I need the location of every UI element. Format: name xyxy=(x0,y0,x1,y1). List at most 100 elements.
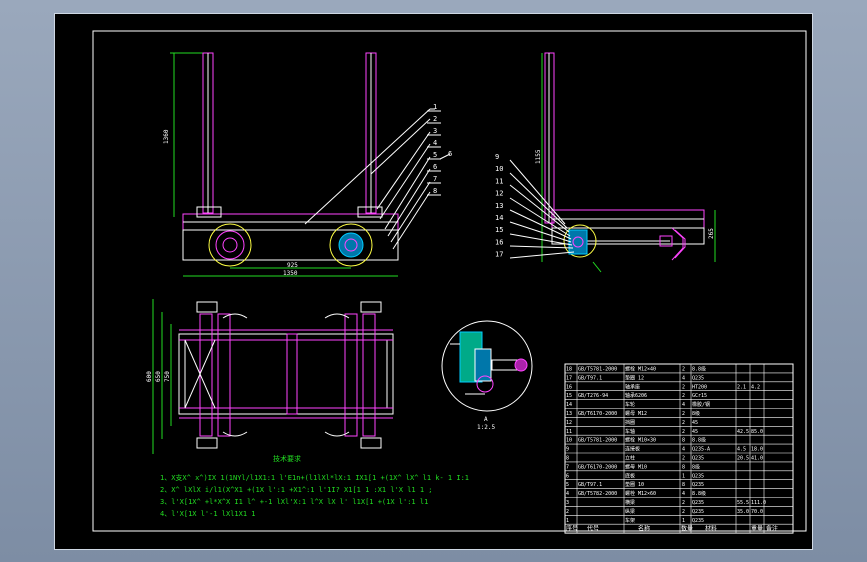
bom-cell: 45 xyxy=(692,420,698,426)
bom-cell: 螺母 M10 xyxy=(625,463,647,470)
bom-cell: 16 xyxy=(566,384,572,390)
bom-cell: 20.5 xyxy=(737,456,749,462)
bom-cell: 55.5 xyxy=(737,500,749,506)
bom-cell: 8 xyxy=(566,456,569,462)
bom-cell: 2 xyxy=(682,384,685,390)
bom-cell: Q235 xyxy=(692,518,704,524)
bom-cell: 4.2 xyxy=(751,384,760,390)
detail-label: A xyxy=(484,416,488,423)
bom-cell: HT200 xyxy=(692,384,707,390)
callout-side-17: 17 xyxy=(495,251,503,259)
bom-cell: 8.8级 xyxy=(692,366,706,373)
dim-side-right: 265 xyxy=(708,228,715,239)
bom-cell: 4 xyxy=(682,447,685,453)
bom-cell: 挡圈 xyxy=(625,419,635,426)
bom-cell: 4 xyxy=(682,375,685,381)
bom-cell: GB/T97.1 xyxy=(578,482,602,488)
bom-cell: GB/T5781-2000 xyxy=(578,438,617,444)
detail-scale: 1:2.5 xyxy=(477,424,495,431)
dim-front-bottom-b: 1350 xyxy=(283,270,298,277)
bom-header-cell: 序号 xyxy=(566,525,578,533)
bom-cell: 纵梁 xyxy=(625,508,635,515)
bom-cell: 8 xyxy=(682,464,685,470)
bom-cell: 橡胶/钢 xyxy=(692,401,710,408)
bom-cell: 螺栓 M12×40 xyxy=(625,366,656,373)
bom-header-cell: 备注 xyxy=(766,525,778,533)
bom-cell: 车轴 xyxy=(625,428,635,435)
bom-cell: 4 xyxy=(566,491,569,497)
bom-cell: 111.0 xyxy=(751,500,766,506)
bom-cell: GCr15 xyxy=(692,393,707,399)
front-view: 1360 925 1350 xyxy=(163,52,451,277)
dim-front-height: 1360 xyxy=(163,129,170,144)
bom-cell: 垫圈 12 xyxy=(625,374,644,381)
bom-cell: 7 xyxy=(566,464,569,470)
callout-front-3: 3 xyxy=(433,127,437,135)
bom-header-cell: 代号 xyxy=(587,525,599,533)
bom-cell: 螺栓 M10×30 xyxy=(625,437,656,444)
bom-cell: Q235-A xyxy=(692,447,710,453)
callout-front-4: 4 xyxy=(433,139,437,147)
bom-cell: 立柱 xyxy=(625,455,635,462)
bom-cell: GB/T6170-2000 xyxy=(578,411,617,417)
bom-cell: 4 xyxy=(682,491,685,497)
bom-cell: 85.0 xyxy=(751,429,763,435)
bom-cell: Q235 xyxy=(692,473,704,479)
bom-cell: GB/T5781-2000 xyxy=(578,367,617,373)
bom-cell: GB/T6170-2000 xyxy=(578,464,617,470)
bom-cell: 垫圈 10 xyxy=(625,481,644,488)
bom-cell: 70.0 xyxy=(751,509,763,515)
bom-cell: 13 xyxy=(566,411,572,417)
callout-front-6: 6 xyxy=(433,163,437,171)
bom-header-cell: 材料 xyxy=(705,525,717,533)
callout-group: 6 xyxy=(448,150,452,158)
bom-cell: 2 xyxy=(682,367,685,373)
note-line-3: 3、l'X[1X^ +l*X^X I1 l^ +-1 lXl'X:1 l^X l… xyxy=(160,498,428,506)
callout-side-12: 12 xyxy=(495,190,503,198)
note-line-1: 1、X支X^ x^)IX 1(1NYl/l1X1:1 l'E1n+(l1lXl*… xyxy=(160,473,469,482)
bom-cell: 12 xyxy=(566,420,572,426)
side-view: 1155 265 xyxy=(509,52,716,273)
bom-cell: GB/T5782-2000 xyxy=(578,491,617,497)
bom-cell: 3 xyxy=(566,500,569,506)
bom-cell: 车架 xyxy=(625,517,635,524)
bom-cell: 底板 xyxy=(625,472,635,479)
bom-cell: 10 xyxy=(566,438,572,444)
bom-cell: 轴承座 xyxy=(625,383,640,390)
bom-cell: 2 xyxy=(682,500,685,506)
bom-cell: 41.0 xyxy=(751,456,763,462)
callout-front-1: 1 xyxy=(433,103,437,111)
bom-cell: 45 xyxy=(692,429,698,435)
notes-title: 技术要求 xyxy=(273,454,301,463)
bom-cell: 42.5 xyxy=(737,429,749,435)
detail-a xyxy=(441,320,533,412)
bom-cell: 横梁 xyxy=(625,499,635,506)
bom-cell: 8 xyxy=(682,482,685,488)
bom-cell: 1 xyxy=(682,518,685,524)
bom-cell: 2 xyxy=(682,393,685,399)
bom-cell: 5 xyxy=(566,482,569,488)
callout-side-11: 11 xyxy=(495,177,503,185)
bom-cell: 18.0 xyxy=(751,447,763,453)
bom-cell: Q235 xyxy=(692,375,704,381)
bom-cell: 2 xyxy=(682,456,685,462)
bom-cell: Q235 xyxy=(692,509,704,515)
bom-cell: 2 xyxy=(682,411,685,417)
note-line-4: 4、l'X[1X l'-1 lXl1X1 1 xyxy=(160,510,256,518)
bom-cell: 11 xyxy=(566,429,572,435)
bom-cell: 轴承6206 xyxy=(625,392,647,399)
callout-side-9: 9 xyxy=(495,153,499,161)
callout-side-15: 15 xyxy=(495,226,503,234)
bom-cell: 4 xyxy=(682,402,685,408)
callout-side-10: 10 xyxy=(495,165,503,173)
bom-cell: 8 xyxy=(682,438,685,444)
bom-border xyxy=(564,363,794,534)
bom-cell: 1 xyxy=(682,473,685,479)
dim-plan-a: 600 xyxy=(146,371,153,382)
callout-front-2: 2 xyxy=(433,115,437,123)
bom-cell: Q235 xyxy=(692,482,704,488)
